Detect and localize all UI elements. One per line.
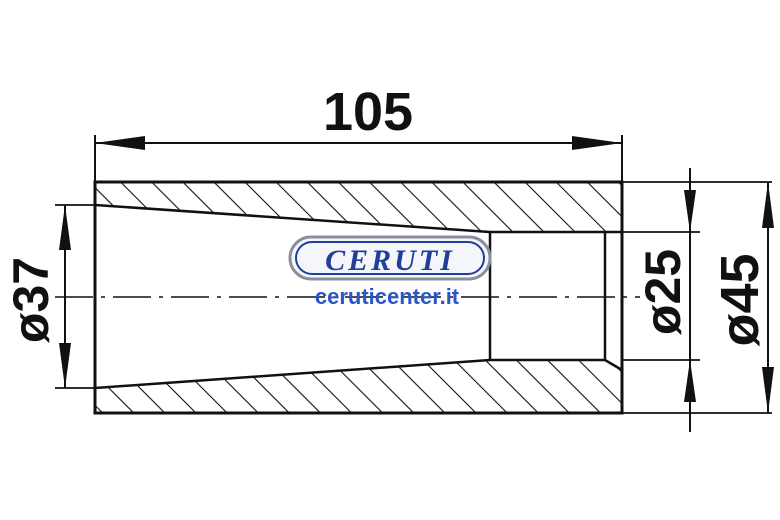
lower-wall-hatch <box>95 360 622 413</box>
ceruti-logo: CERUTI <box>288 235 492 281</box>
length-arrow-left <box>95 136 145 150</box>
d25-label: ø25 <box>635 249 691 335</box>
d25-arrow-bottom <box>684 360 696 402</box>
lower-taper-line <box>94 358 623 390</box>
logo-text: CERUTI <box>325 244 455 277</box>
length-arrow-right <box>572 136 622 150</box>
d45-arrow-top <box>762 182 774 228</box>
outer-body-outline <box>93 180 624 415</box>
d37-label: ø37 <box>3 257 59 343</box>
d37-arrow-top <box>59 205 71 250</box>
watermark-site: ceruticenter.it <box>315 284 460 309</box>
d45-label: ø45 <box>710 253 770 346</box>
upper-wall-hatch <box>95 182 622 232</box>
length-label: 105 <box>323 82 413 142</box>
upper-taper-line <box>94 203 622 234</box>
d25-arrow-top <box>684 190 696 232</box>
d45-arrow-bottom <box>762 367 774 413</box>
d37-arrow-bottom <box>59 343 71 388</box>
